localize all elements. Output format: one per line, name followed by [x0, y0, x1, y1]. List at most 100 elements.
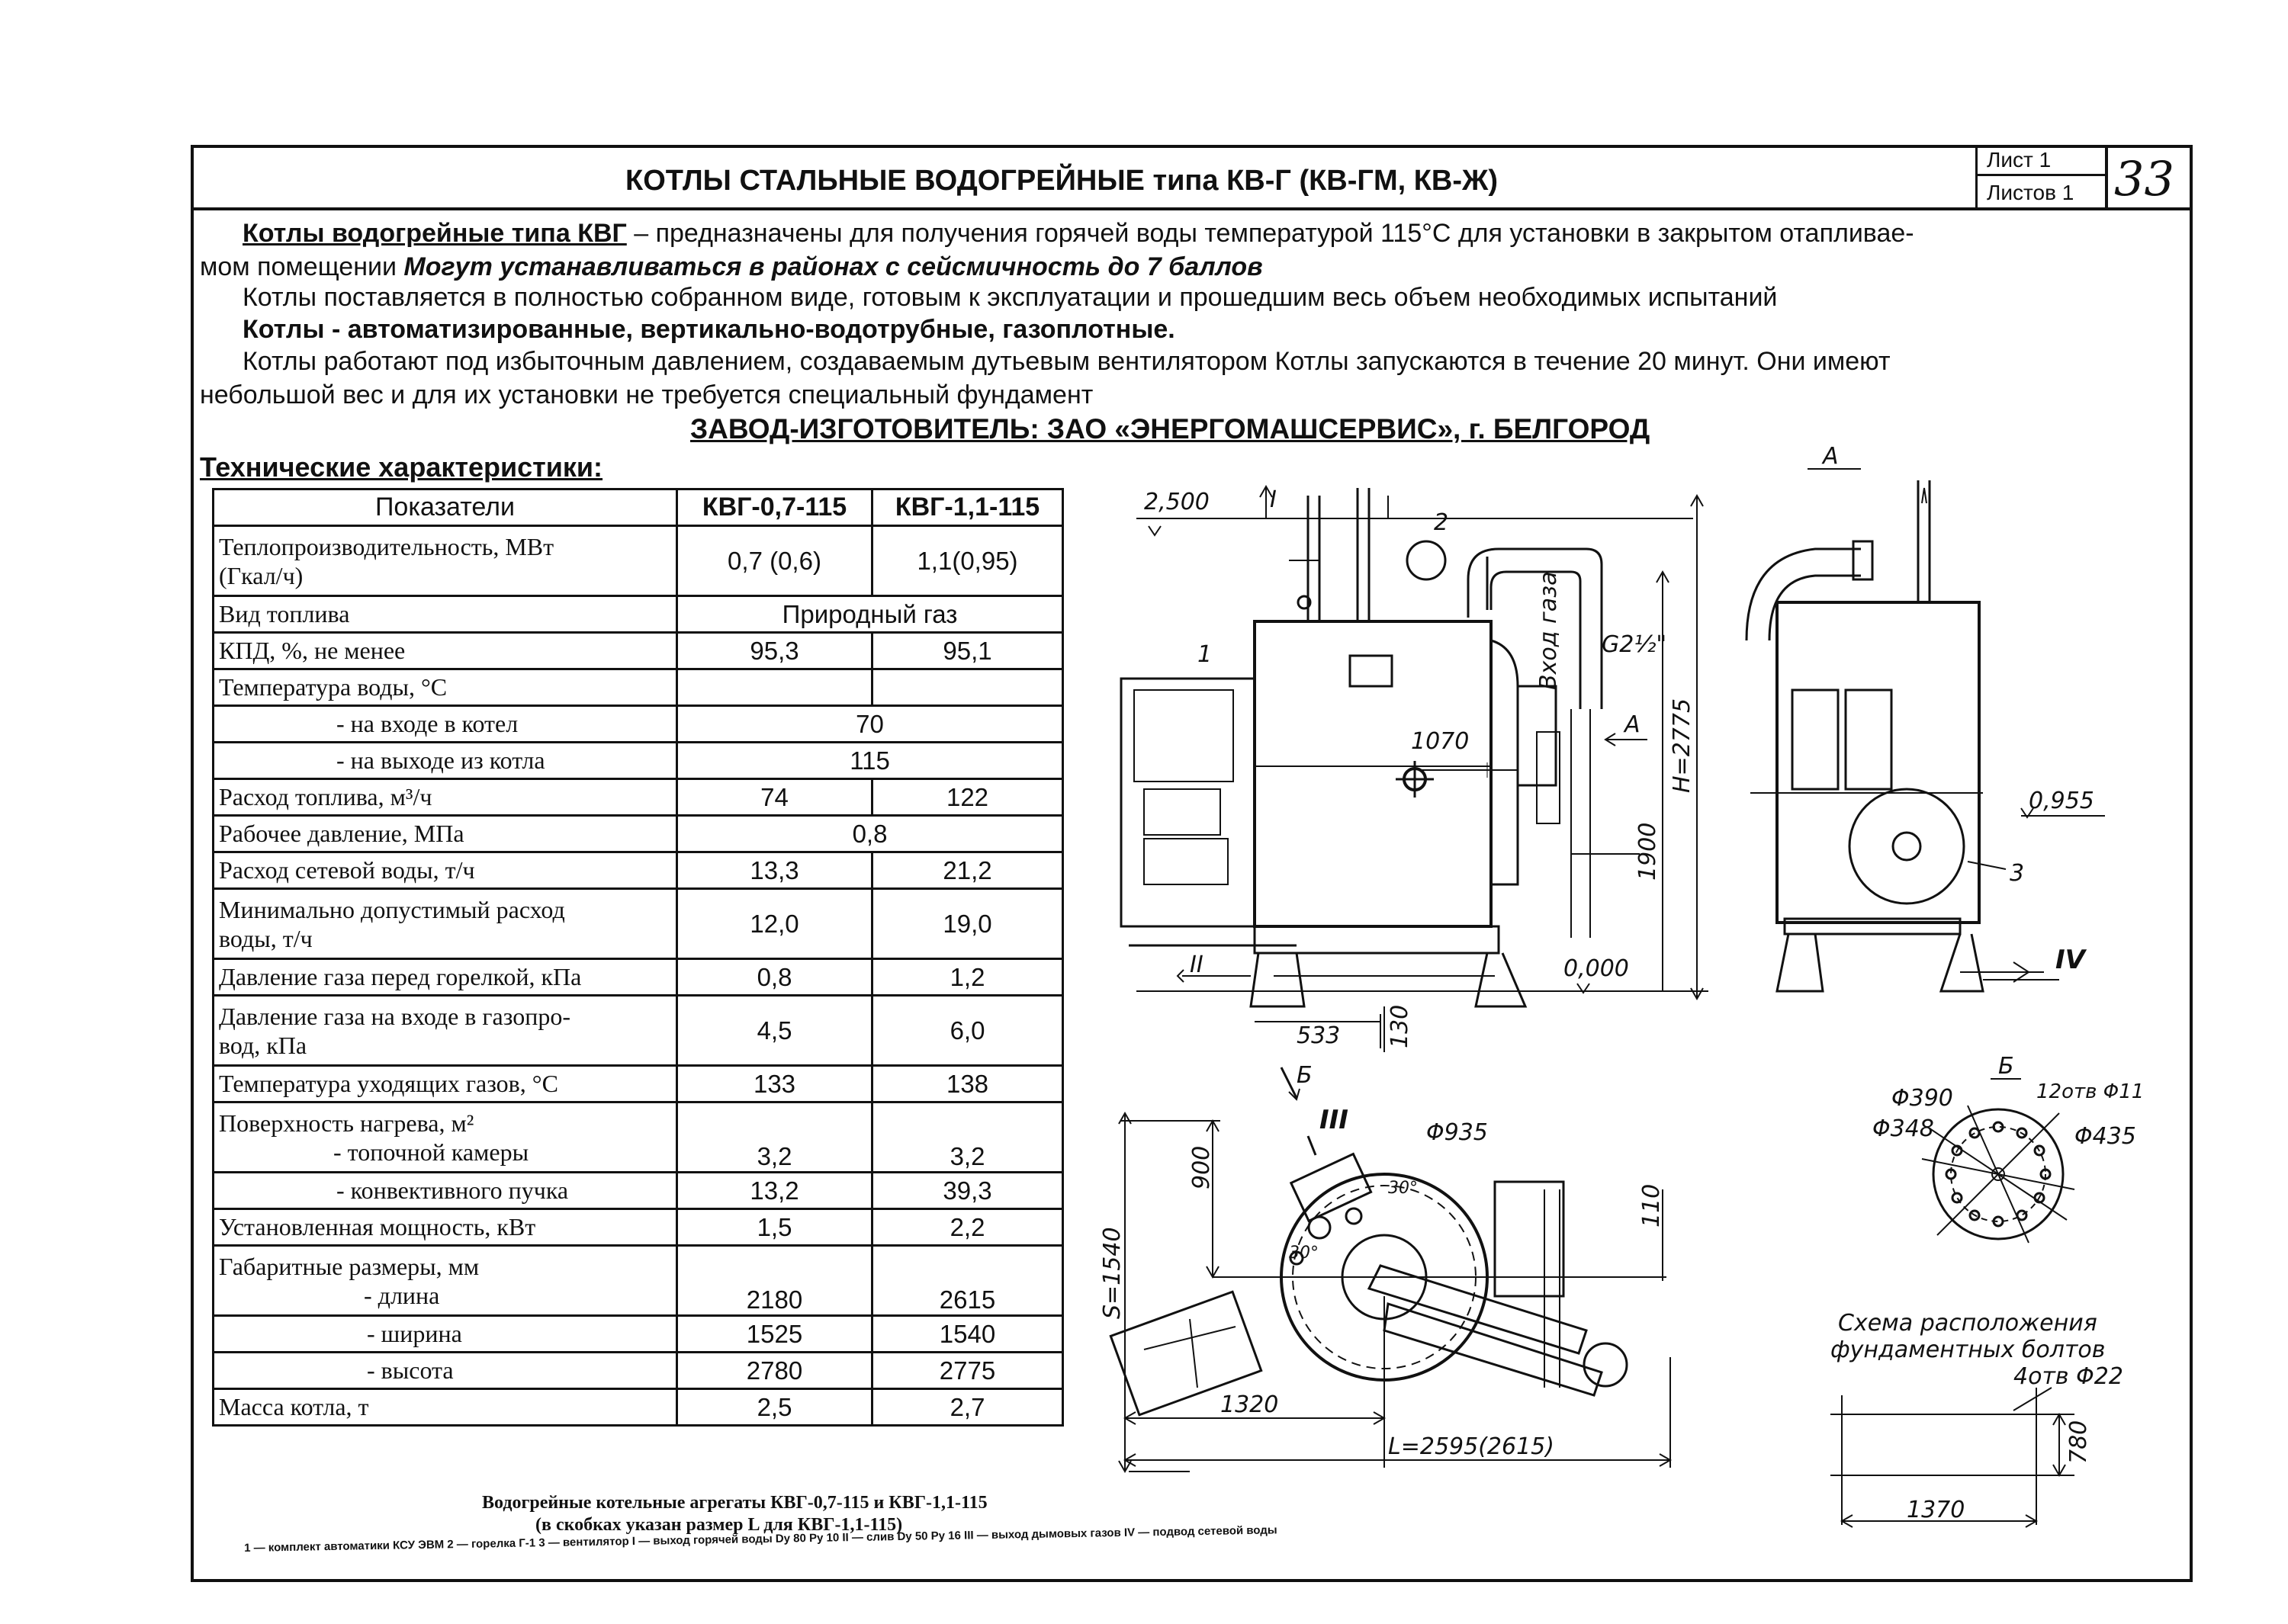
cell-kvg-11 — [871, 668, 1064, 707]
spec-table: Показатели КВГ-0,7-115 КВГ-1,1-115 Тепло… — [212, 488, 1064, 1427]
row-label: - ширина — [212, 1314, 678, 1353]
callout-1-label: 1 — [1197, 641, 1212, 668]
sheet-number: Лист 1 — [1975, 145, 2105, 176]
row-label: Температура уходящих газов, °С — [212, 1064, 678, 1103]
dia-390-label: Φ390 — [1891, 1085, 1953, 1112]
table-row: Температура воды, °С — [212, 668, 1064, 707]
cell-merged: 115 — [676, 741, 1064, 780]
dia-935-label: Φ935 — [1426, 1119, 1488, 1146]
foundation-bolts-drawing: Схема расположения фундаментных болтов 4… — [1830, 1310, 2123, 1528]
dia-348-label: Φ348 — [1872, 1115, 1934, 1142]
row-label-line: Поверхность нагрева, м² — [219, 1109, 474, 1137]
cell-kvg-07: 133 — [676, 1064, 873, 1103]
callout-3-label: 3 — [2010, 860, 2024, 887]
cell-kvg-11: 1,1(0,95) — [871, 525, 1064, 597]
gas-inlet-label: Вход газа — [1535, 572, 1562, 690]
manufacturer-line: ЗАВОД-ИЗГОТОВИТЕЛЬ: ЗАО «ЭНЕРГОМАШСЕРВИС… — [690, 413, 1650, 445]
cell-kvg-07: 74 — [676, 778, 873, 817]
table-row: Масса котла, т 2,5 2,7 — [212, 1388, 1064, 1427]
dim-780-label: 780 — [2065, 1420, 2092, 1464]
row-label: Давление газа перед горелкой, кПа — [212, 958, 678, 997]
intro-p1-text: – предназначены для получения горячей во… — [626, 219, 1914, 248]
table-row: Расход топлива, м³/ч 74 122 — [212, 778, 1064, 817]
mark-I-label: I — [1270, 486, 1277, 513]
mark-III-label: III — [1319, 1105, 1348, 1135]
intro-paragraph-2: Котлы поставляется в полностью собранном… — [243, 283, 1778, 312]
flange-detail-drawing: Б Φ390 12отв Φ11 Φ348 Φ435 — [1872, 1053, 2144, 1244]
drawing-frame — [191, 145, 2193, 1582]
page-title: КОТЛЫ СТАЛЬНЫЕ ВОДОГРЕЙНЫЕ типа КВ-Г (КВ… — [625, 165, 1499, 197]
dim-height-label: H=2775 — [1669, 698, 1695, 793]
intro-paragraph-1: Котлы водогрейные типа КВГ – предназначе… — [243, 217, 1914, 250]
row-label: Расход сетевой воды, т/ч — [212, 851, 678, 890]
intro-paragraph-1-cont: мом помещении Могут устанавливаться в ра… — [200, 250, 1263, 284]
cell-kvg-11: 19,0 — [871, 887, 1064, 960]
intro-lead: Котлы водогрейные типа КВГ — [243, 219, 627, 248]
row-label: - на входе в котел — [212, 704, 678, 743]
cell-merged: 70 — [676, 704, 1064, 743]
table-row: Рабочее давление, МПа 0,8 — [212, 814, 1064, 853]
row-label: Вид топлива — [212, 595, 678, 634]
pipe-size-label: G2½" — [1602, 631, 1666, 658]
table-row: - конвективного пучка 13,2 39,3 — [212, 1171, 1064, 1210]
seismic-note: Могут устанавливаться в районах с сейсми… — [403, 252, 1263, 281]
dim-L-label: L=2595(2615) — [1388, 1433, 1554, 1460]
row-label: Температура воды, °С — [212, 668, 678, 707]
cell-kvg-07: 2780 — [676, 1351, 873, 1390]
table-row: - ширина 1525 1540 — [212, 1314, 1064, 1353]
row-label: Поверхность нагрева, м²- топочной камеры — [212, 1101, 678, 1173]
intro-paragraph-4-cont: небольшой вес и для их установки не треб… — [200, 380, 1094, 409]
cell-kvg-11: 6,0 — [871, 994, 1064, 1067]
row-label: Расход топлива, м³/ч — [212, 778, 678, 817]
table-row: Давление газа на входе в газопро-вод, кП… — [212, 994, 1064, 1067]
cell-kvg-11: 1,2 — [871, 958, 1064, 997]
cell-kvg-07: 1,5 — [676, 1208, 873, 1247]
cell-merged: 0,8 — [676, 814, 1064, 853]
level-2500-label: 2,500 — [1144, 489, 1210, 515]
sheet-count: Листов 1 — [1975, 176, 2105, 207]
cell-kvg-07: 2180 — [676, 1244, 873, 1317]
front-view-drawing: 2,500 I 2 1 Вход газа G2½" 1070 A H=2775… — [1120, 484, 1708, 1052]
view-A-arrow-label: A — [1623, 711, 1640, 738]
table-row: Поверхность нагрева, м²- топочной камеры… — [212, 1101, 1064, 1173]
row-label: Давление газа на входе в газопро-вод, кП… — [212, 994, 678, 1067]
row-label-line: Минимально допустимый расход — [219, 895, 565, 923]
row-label: Теплопроизводительность, МВт(Гкал/ч) — [212, 525, 678, 597]
cell-kvg-07: 0,7 (0,6) — [676, 525, 873, 597]
tech-specs-heading: Технические характеристики: — [200, 451, 603, 483]
callout-2-label: 2 — [1434, 509, 1448, 536]
page-number: 33 — [2114, 151, 2174, 207]
col-header-kvg-11: КВГ-1,1-115 — [871, 488, 1064, 527]
cell-kvg-07 — [676, 668, 873, 707]
cell-kvg-11: 95,1 — [871, 631, 1064, 670]
table-row: Расход сетевой воды, т/ч 13,3 21,2 — [212, 851, 1064, 890]
cell-kvg-11: 2,7 — [871, 1388, 1064, 1427]
table-row: - на выходе из котла 115 — [212, 741, 1064, 780]
row-label: КПД, %, не менее — [212, 631, 678, 670]
angle-30-label: 30° — [1289, 1244, 1319, 1263]
row-label: Рабочее давление, МПа — [212, 814, 678, 853]
plan-view-drawing: Б III Φ935 900 S=1540 110 30° 30° 1320 L… — [1099, 1062, 1673, 1474]
row-label: Габаритные размеры, мм- длина — [212, 1244, 678, 1317]
table-row: Теплопроизводительность, МВт(Гкал/ч) 0,7… — [212, 525, 1064, 597]
row-label: Масса котла, т — [212, 1388, 678, 1427]
header-divider — [191, 207, 2193, 210]
table-row: КПД, %, не менее 95,3 95,1 — [212, 631, 1064, 670]
cell-kvg-11: 122 — [871, 778, 1064, 817]
cell-kvg-11: 2,2 — [871, 1208, 1064, 1247]
dim-1070-label: 1070 — [1411, 728, 1469, 755]
bolt-scheme-title-1: Схема расположения — [1838, 1310, 2097, 1337]
angle-30-label: 30° — [1388, 1179, 1418, 1198]
cell-kvg-11: 2775 — [871, 1351, 1064, 1390]
holes-12-label: 12отв Φ11 — [2036, 1080, 2144, 1103]
bolt-holes-label: 4отв Φ22 — [2013, 1363, 2123, 1390]
table-row: - на входе в котел 70 — [212, 704, 1064, 743]
row-label-line: Габаритные размеры, мм — [219, 1252, 480, 1280]
cell-kvg-07: 0,8 — [676, 958, 873, 997]
dim-1370-label: 1370 — [1907, 1497, 1965, 1523]
row-label-line: - топочной камеры — [333, 1138, 529, 1166]
bolt-scheme-title-2: фундаментных болтов — [1830, 1337, 2105, 1363]
